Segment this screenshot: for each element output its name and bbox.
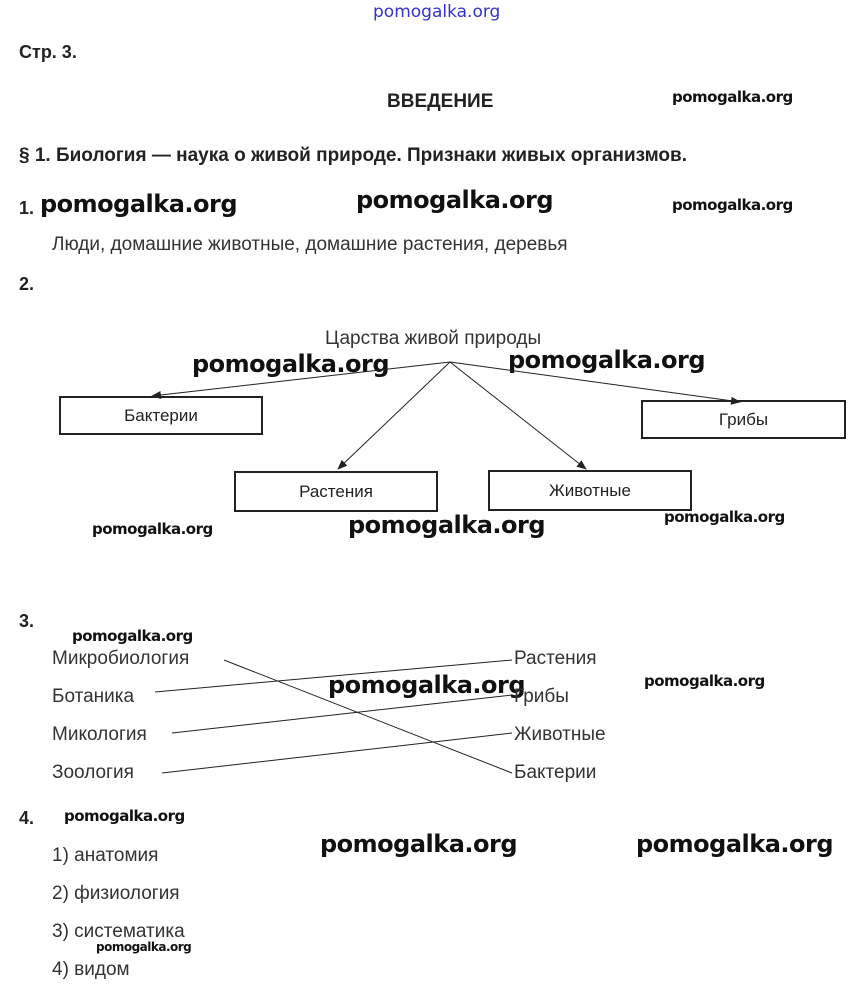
watermark: pomogalka.org bbox=[320, 830, 518, 858]
kingdom-box-animals: Животные bbox=[488, 470, 692, 511]
watermark: pomogalka.org bbox=[40, 190, 238, 218]
task1-number: 1. bbox=[19, 198, 35, 218]
watermark: pomogalka.org bbox=[64, 807, 185, 825]
task1-answer: Люди, домашние животные, домашние растен… bbox=[52, 234, 568, 255]
watermark: pomogalka.org bbox=[328, 671, 526, 699]
header-watermark: pomogalka.org bbox=[373, 2, 501, 22]
watermark: pomogalka.org bbox=[508, 346, 706, 374]
watermark: pomogalka.org bbox=[644, 672, 765, 690]
kingdom-box-bacteria: Бактерии bbox=[59, 396, 263, 435]
watermark: pomogalka.org bbox=[672, 196, 793, 214]
object-item: Растения bbox=[514, 648, 597, 669]
task2-number: 2. bbox=[19, 274, 35, 294]
kingdom-box-fungi: Грибы bbox=[641, 400, 846, 439]
diagram-root: Царства живой природы bbox=[325, 328, 542, 349]
science-item: Ботаника bbox=[52, 686, 135, 707]
object-item: Грибы bbox=[514, 686, 569, 707]
watermark: pomogalka.org bbox=[348, 511, 546, 539]
task3-number: 3. bbox=[19, 611, 35, 631]
science-item: Микология bbox=[52, 724, 147, 745]
watermark: pomogalka.org bbox=[192, 350, 390, 378]
object-item: Животные bbox=[514, 724, 606, 745]
science-item: Микробиология bbox=[52, 648, 190, 669]
kingdom-box-plants: Растения bbox=[234, 471, 438, 512]
chapter-title: ВВЕДЕНИЕ bbox=[387, 91, 494, 112]
task4-answer: 1) анатомия bbox=[52, 845, 159, 866]
watermark: pomogalka.org bbox=[92, 520, 213, 538]
task4-number: 4. bbox=[19, 808, 35, 828]
watermark: pomogalka.org bbox=[672, 88, 793, 106]
task4-answer: 4) видом bbox=[52, 959, 130, 980]
science-item: Зоология bbox=[52, 762, 134, 783]
watermark: pomogalka.org bbox=[636, 830, 834, 858]
page-label: Стр. 3. bbox=[19, 42, 77, 62]
task4-answer: 2) физиология bbox=[52, 883, 180, 904]
task4-answer: 3) систематика bbox=[52, 921, 185, 942]
watermark: pomogalka.org bbox=[664, 508, 785, 526]
section-title: § 1. Биология — наука о живой природе. П… bbox=[19, 145, 687, 166]
object-item: Бактерии bbox=[514, 762, 597, 783]
watermark: pomogalka.org bbox=[72, 627, 193, 645]
watermark: pomogalka.org bbox=[356, 186, 554, 214]
watermark: pomogalka.org bbox=[96, 940, 192, 954]
